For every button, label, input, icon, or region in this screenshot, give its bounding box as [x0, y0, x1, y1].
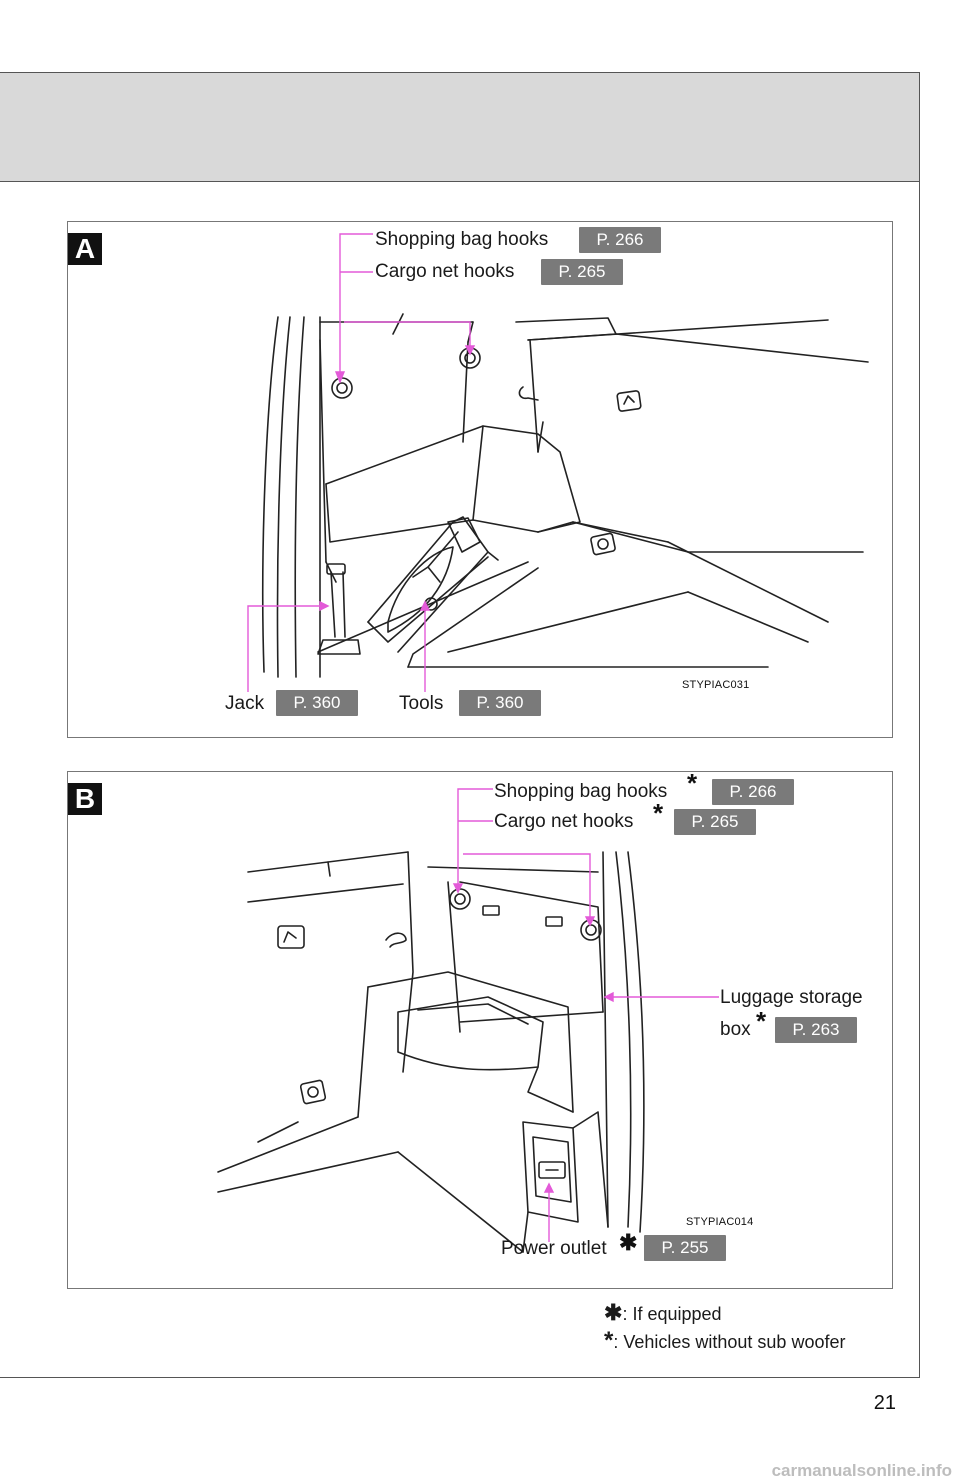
label-cargo-net-hooks-b: Cargo net hooks [494, 811, 634, 832]
footnote-if-equipped: ✱: If equipped [604, 1302, 722, 1325]
asterisk-sub-woofer: * [756, 1006, 767, 1036]
page-number: 21 [873, 1392, 896, 1414]
footnote-text-no-sub-woofer: : Vehicles without sub woofer [613, 1332, 846, 1352]
header-band [0, 72, 920, 182]
footnote-no-sub-woofer: *: Vehicles without sub woofer [604, 1327, 846, 1354]
page-border-right [919, 72, 920, 1378]
image-code-a: STYPIAC031 [682, 679, 750, 691]
image-code-b: STYPIAC014 [686, 1216, 754, 1228]
ref-cargo-net-hooks-b[interactable]: P. 265 [674, 809, 756, 835]
label-luggage-storage-line1: Luggage storage [720, 987, 863, 1008]
ref-tools[interactable]: P. 360 [459, 690, 541, 716]
ref-shopping-bag-hooks[interactable]: P. 266 [579, 227, 661, 253]
label-cargo-net-hooks: Cargo net hooks [375, 261, 515, 282]
cargo-illustration-a [247, 233, 869, 692]
panel-b-cargo-area: B [67, 771, 893, 1289]
ref-cargo-net-hooks[interactable]: P. 265 [541, 259, 623, 285]
ref-luggage-storage-box[interactable]: P. 263 [775, 1017, 857, 1043]
label-shopping-bag-hooks-b: Shopping bag hooks [494, 781, 668, 802]
ref-shopping-bag-hooks-b[interactable]: P. 266 [712, 779, 794, 805]
panel-letter-b: B [68, 783, 102, 815]
ref-jack[interactable]: P. 360 [276, 690, 358, 716]
label-power-outlet: Power outlet [501, 1238, 607, 1259]
asterisk-sub-woofer: * [687, 771, 698, 798]
label-tools: Tools [399, 693, 444, 714]
footnote-symbol-no-sub-woofer: * [604, 1327, 614, 1354]
label-shopping-bag-hooks: Shopping bag hooks [375, 229, 549, 250]
asterisk-if-equipped: ✱ [619, 1230, 638, 1255]
footnote-symbol-if-equipped: ✱ [604, 1300, 623, 1325]
asterisk-sub-woofer: * [653, 798, 664, 828]
panel-a-cargo-area: A [67, 221, 893, 738]
label-luggage-storage-line2: box [720, 1019, 751, 1040]
panel-letter-a: A [68, 233, 102, 265]
cargo-illustration-b [217, 788, 719, 1253]
footnote-text-if-equipped: : If equipped [622, 1304, 722, 1324]
page-border-bottom [0, 1377, 920, 1378]
label-jack: Jack [225, 693, 265, 714]
ref-power-outlet[interactable]: P. 255 [644, 1235, 726, 1261]
watermark: carmanualsonline.info [771, 1461, 952, 1480]
